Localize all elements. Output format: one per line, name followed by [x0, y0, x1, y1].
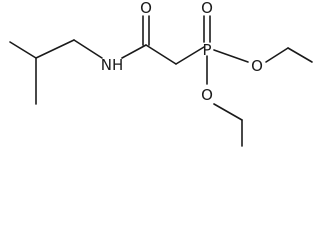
amide-nitrogen-label: NH — [101, 56, 124, 74]
phosphorus-label: P — [202, 41, 211, 59]
bond-o-lower-to-ch2 — [213, 103, 243, 121]
phosphoryl-oxygen-label: O — [201, 0, 213, 17]
bond-p-to-o-right — [213, 49, 249, 63]
bonds — [9, 15, 313, 147]
ester-oxygen-lower-label: O — [201, 86, 213, 104]
bond-methyl-top-to-ch — [9, 41, 37, 59]
ester-oxygen-right-label: O — [251, 57, 263, 75]
bond-o-right-to-ch2 — [265, 47, 289, 63]
bond-nh-to-carbonyl-c — [121, 44, 147, 59]
bond-ch2-to-p — [175, 46, 205, 65]
bond-ch-to-ch2 — [35, 39, 75, 59]
bond-ch2-to-nh — [73, 39, 103, 59]
bond-ethyl-right — [287, 47, 313, 63]
structure-diagram: O NH P O O O — [9, 0, 313, 147]
amide-oxygen-label: O — [140, 0, 152, 17]
atom-labels: O NH P O O O — [101, 0, 263, 104]
bond-carbonyl-c-to-ch2 — [145, 44, 177, 65]
